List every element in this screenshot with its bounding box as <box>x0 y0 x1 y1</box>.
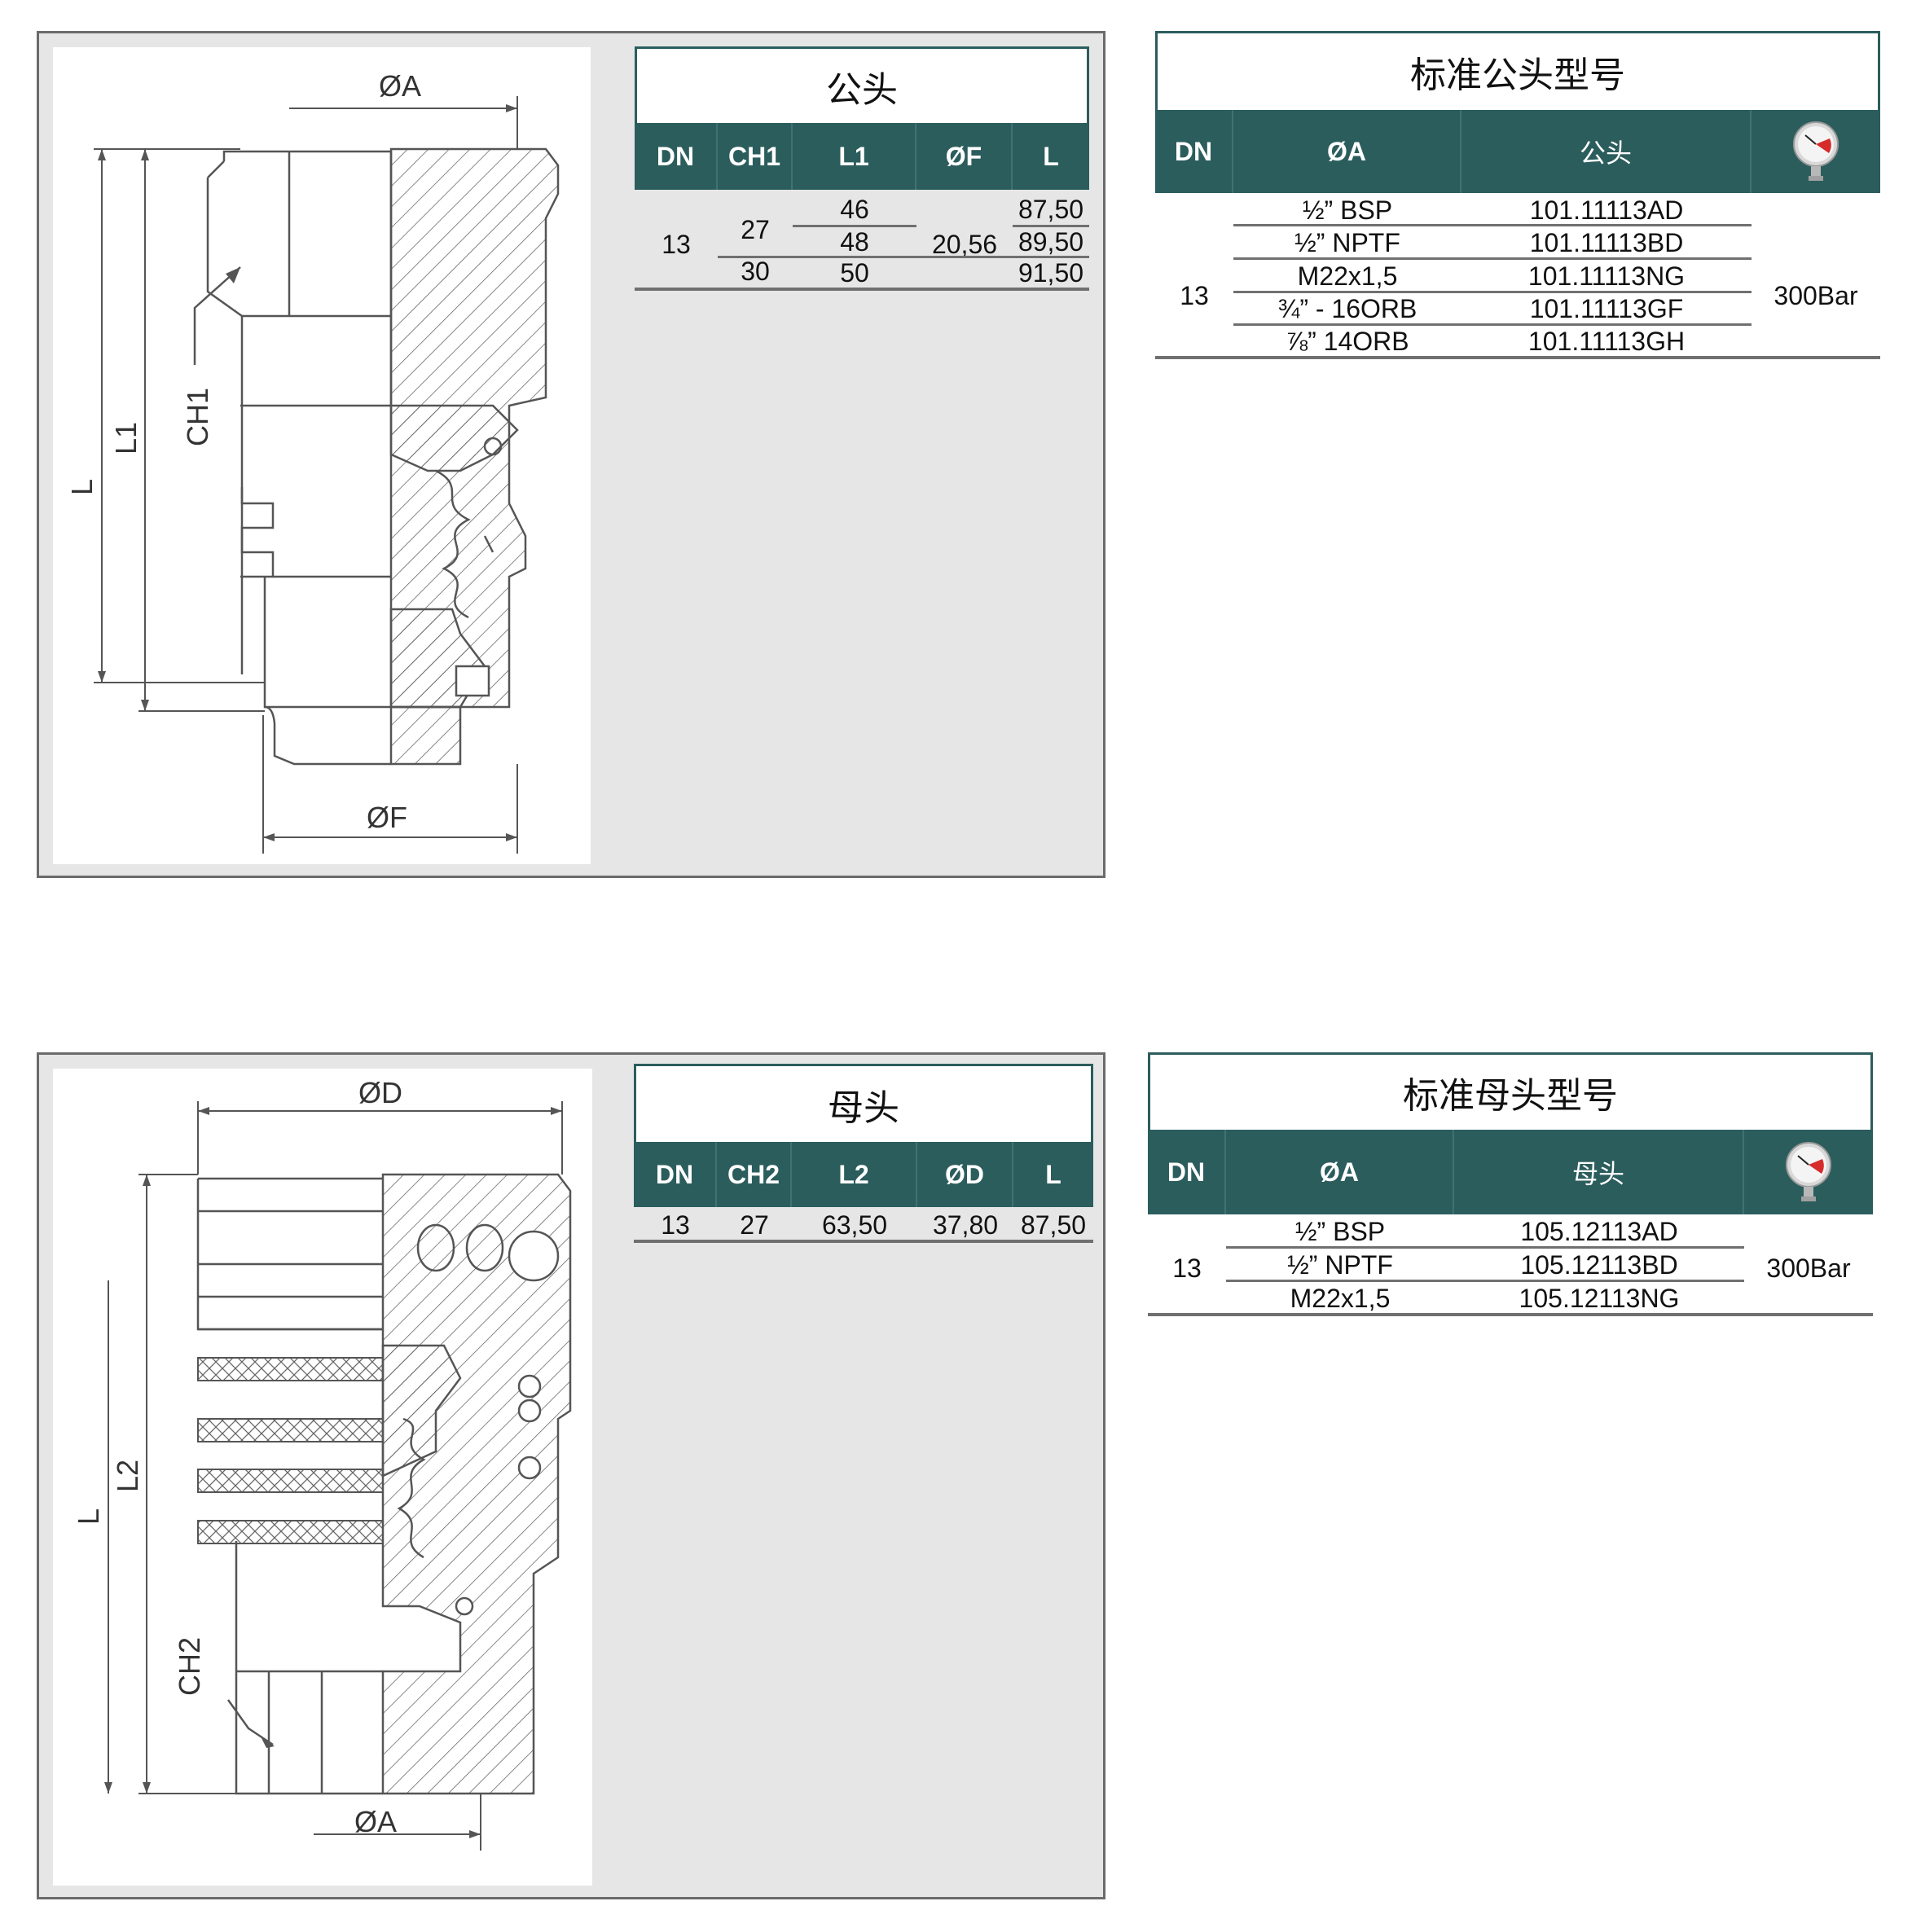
female-model-a-3: M22x1,5 <box>1290 1283 1391 1313</box>
male-model-a-1: ½” BSP <box>1302 195 1393 225</box>
col-of: ØF <box>916 123 1013 190</box>
male-model-code-4: 101.11113GF <box>1529 293 1684 323</box>
male-dims-divider <box>793 256 1089 258</box>
col-pressure <box>1752 110 1880 193</box>
col-oa: ØA <box>1226 1130 1454 1214</box>
female-label-a: ØA <box>354 1805 397 1838</box>
male-model-divider <box>1233 323 1752 326</box>
col-code: 公头 <box>1461 110 1752 193</box>
female-model-divider <box>1226 1280 1744 1282</box>
col-l: L <box>1045 1159 1061 1189</box>
male-label-f: ØF <box>367 801 407 834</box>
female-ch2-cell: 27 <box>740 1210 769 1240</box>
male-dn-cell: 13 <box>662 229 691 259</box>
male-dims-divider <box>718 256 793 258</box>
male-model-bottom <box>1155 356 1880 359</box>
male-model-divider <box>1233 257 1752 260</box>
male-model-code-5: 101.11113GH <box>1527 326 1686 356</box>
male-dims-bottom <box>635 288 1089 291</box>
col-l2: L2 <box>792 1142 917 1207</box>
female-model-dn: 13 <box>1172 1253 1202 1283</box>
male-model-code-1: 101.11113AD <box>1529 195 1684 225</box>
female-model-code-3: 105.12113NG <box>1519 1283 1680 1313</box>
male-model-table: 标准公头型号 DN ØA 公头 13 300Bar ½” BSP 101.111… <box>1155 31 1880 365</box>
male-model-dn: 13 <box>1180 280 1209 310</box>
male-ch1-cell-1: 27 <box>741 214 770 244</box>
col-dn: DN <box>1155 110 1233 193</box>
female-label-ch2: CH2 <box>173 1637 206 1696</box>
female-dims-bottom <box>634 1240 1093 1243</box>
male-model-pressure: 300Bar <box>1774 280 1858 310</box>
col-l: L <box>1043 141 1059 171</box>
col-ch1: CH1 <box>718 123 793 190</box>
female-dims-table: 母头 DN CH2 L2 ØD L 13 27 63,50 37,80 87,5… <box>634 1064 1093 1243</box>
female-label-l: L <box>72 1508 105 1525</box>
col-dn: DN <box>635 123 718 190</box>
female-dims-title: 母头 <box>634 1064 1093 1142</box>
female-model-a-1: ½” BSP <box>1294 1216 1386 1246</box>
col-ch2: CH2 <box>717 1142 792 1207</box>
female-model-a-2: ½” NPTF <box>1287 1249 1393 1280</box>
male-model-a-2: ½” NPTF <box>1294 227 1400 257</box>
male-l1-cell-1: 46 <box>840 194 869 224</box>
male-dims-divider <box>793 225 916 227</box>
male-l1-cell-2: 48 <box>840 226 869 257</box>
col-code: 母头 <box>1454 1130 1744 1214</box>
male-model-title: 标准公头型号 <box>1155 31 1880 110</box>
female-l-cell: 87,50 <box>1020 1210 1087 1240</box>
male-dims-title: 公头 <box>635 46 1089 123</box>
male-l-cell-2: 89,50 <box>1018 226 1084 257</box>
male-dims-table: 公头 DN CH1 L1 ØF L 13 27 30 46 48 50 20,5… <box>635 46 1089 291</box>
col-l1: L1 <box>793 123 916 190</box>
male-dims-divider <box>1013 225 1089 227</box>
female-od-cell: 37,80 <box>932 1210 999 1240</box>
male-model-divider <box>1233 291 1752 293</box>
female-l2-cell: 63,50 <box>821 1210 888 1240</box>
female-label-l2: L2 <box>111 1460 144 1492</box>
male-label-l: L <box>65 479 99 495</box>
male-model-a-4: ¾” - 16ORB <box>1277 293 1418 323</box>
male-model-a-5: ⅞” 14ORB <box>1286 326 1409 356</box>
male-l1-cell-3: 50 <box>840 257 869 288</box>
male-drawing: ØA ØF L L1 CH1 <box>53 47 591 864</box>
female-model-pressure: 300Bar <box>1766 1253 1851 1283</box>
male-model-divider <box>1233 224 1752 226</box>
male-label-ch1: CH1 <box>181 388 214 446</box>
col-oa: ØA <box>1233 110 1461 193</box>
male-of-cell: 20,56 <box>931 229 998 259</box>
male-model-code-3: 101.11113NG <box>1527 261 1686 291</box>
male-l-cell-3: 91,50 <box>1018 257 1084 288</box>
female-model-table: 标准母头型号 DN ØA 母头 13 300Bar ½” BSP 105.121… <box>1148 1052 1873 1321</box>
male-l-cell-1: 87,50 <box>1018 194 1084 224</box>
male-label-l1: L1 <box>109 422 143 454</box>
male-model-header: DN ØA 公头 <box>1155 110 1880 193</box>
male-ch1-cell-2: 30 <box>741 256 770 286</box>
male-label-a: ØA <box>379 69 421 103</box>
female-drawing: ØD ØA L L2 CH2 <box>53 1069 592 1886</box>
male-model-a-3: M22x1,5 <box>1297 261 1398 291</box>
female-model-code-1: 105.12113AD <box>1520 1216 1678 1246</box>
female-model-title: 标准母头型号 <box>1148 1052 1873 1130</box>
female-model-bottom <box>1148 1313 1873 1316</box>
male-dims-header: DN CH1 L1 ØF L <box>635 123 1089 190</box>
pressure-gauge-icon <box>1786 1142 1831 1201</box>
female-label-d: ØD <box>358 1076 402 1109</box>
female-model-header: DN ØA 母头 <box>1148 1130 1873 1214</box>
col-dn: DN <box>1148 1130 1226 1214</box>
female-model-code-2: 105.12113BD <box>1520 1249 1678 1280</box>
male-model-code-2: 101.11113BD <box>1529 227 1684 257</box>
col-dn: DN <box>634 1142 717 1207</box>
col-od: ØD <box>917 1142 1013 1207</box>
pressure-gauge-icon <box>1793 121 1839 181</box>
female-dn-cell: 13 <box>661 1210 690 1240</box>
female-dims-header: DN CH2 L2 ØD L <box>634 1142 1093 1207</box>
female-model-divider <box>1226 1246 1744 1249</box>
col-pressure <box>1744 1130 1873 1214</box>
